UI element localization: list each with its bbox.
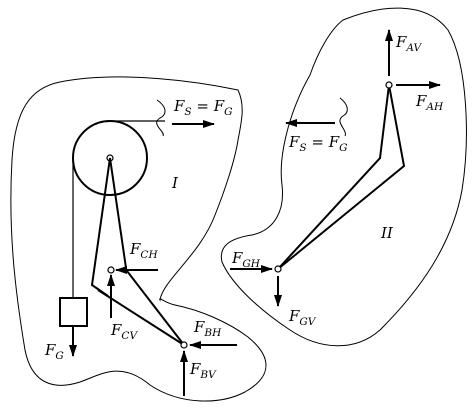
frame-bar-right [109, 157, 127, 269]
frame-bar-diag [126, 270, 185, 346]
label-fgv: FGV [288, 307, 317, 328]
region-outline-left [10, 76, 267, 402]
frame-bar-lower [97, 289, 185, 346]
region-outline-right [220, 7, 467, 347]
label-fbv: FBV [189, 360, 217, 381]
label-fah: FAH [415, 92, 444, 113]
label-fg: FG [44, 341, 64, 362]
hanging-weight [59, 297, 88, 327]
joint-c [107, 266, 115, 274]
frame-bar-left [90, 157, 111, 297]
label-fav: FAV [395, 33, 422, 54]
joint-a [385, 81, 393, 89]
rope-cut-left [156, 99, 166, 137]
label-fch: FCH [129, 240, 158, 261]
joint-b [180, 341, 188, 349]
region-label-i: I [171, 174, 179, 192]
label-fgh: FGH [231, 249, 261, 270]
label-fbh: FBH [193, 318, 222, 339]
rope-cut-right [339, 97, 348, 137]
frame-right-rightbar [277, 84, 406, 270]
joint-g [274, 265, 282, 273]
label-fcv: FCV [110, 321, 138, 342]
label-fs-left: FS = FG [173, 97, 233, 118]
label-fs-right: FS = FG [288, 133, 348, 154]
frame-right-leftbar [277, 84, 390, 270]
region-label-ii: II [380, 224, 394, 242]
